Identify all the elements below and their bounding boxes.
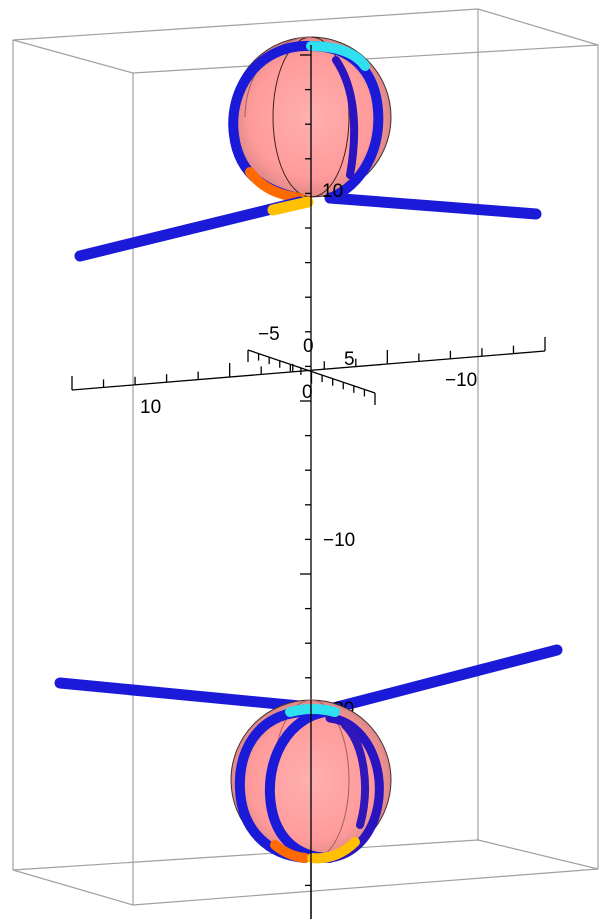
x-tick-label-neg10: −10 (445, 370, 477, 391)
y-tick-label-0: 0 (303, 336, 314, 357)
bottom-coil-yellow-segment (307, 837, 360, 864)
bottom-coil-loop-2 (264, 707, 335, 863)
top-wire-yellow-segment (267, 196, 314, 216)
top-wire-left (74, 196, 306, 262)
y-tick-label-neg5: −5 (258, 324, 280, 345)
bounding-box (12, 8, 599, 906)
bottom-coil (234, 704, 384, 864)
y-tick-label-5: 5 (344, 349, 355, 370)
x-tick-label-0: 0 (302, 382, 313, 403)
bottom-wires (54, 644, 563, 718)
bottom-wire-left (54, 677, 316, 713)
top-wires (74, 192, 542, 262)
z-tick-label-10: 10 (322, 181, 343, 202)
top-coil-inner (332, 56, 359, 179)
box-edge (132, 868, 599, 906)
z-tick-label-neg10: −10 (323, 530, 355, 551)
box-edge (12, 839, 479, 871)
box-edge (12, 39, 134, 74)
axis-ticks (71, 54, 546, 887)
top-wire-right (324, 192, 542, 220)
x-tick-label-10: 10 (140, 397, 161, 418)
box-edge (12, 869, 134, 906)
top-coil (228, 40, 384, 203)
top-coil-cyan-segment (306, 41, 370, 71)
bottom-wire-right (312, 644, 563, 718)
bottom-coil-orange-segment (270, 840, 310, 863)
bottom-coil-cyan-segment (285, 704, 340, 717)
top-coil-orange-segment (245, 167, 305, 203)
bottom-coil-inner (341, 721, 369, 829)
